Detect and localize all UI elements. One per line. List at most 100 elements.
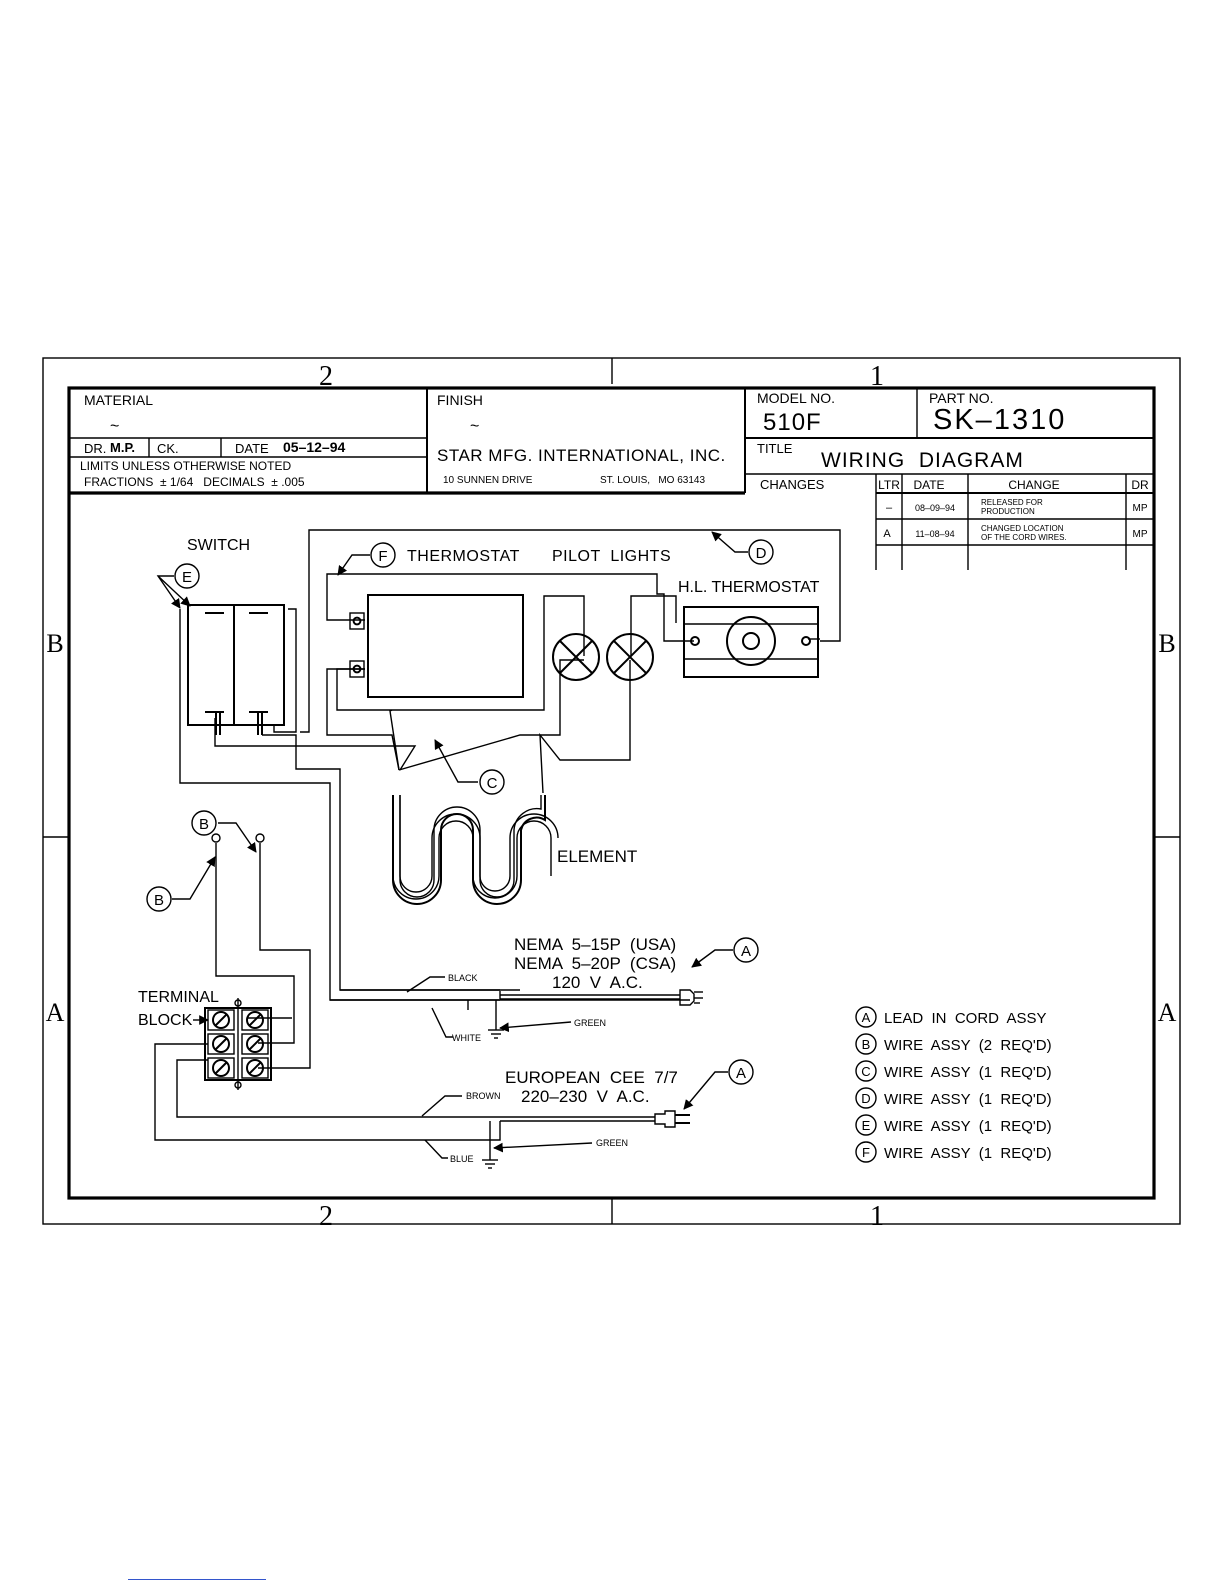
- legend-letter: A: [862, 1010, 871, 1025]
- legend-text: WIRE ASSY (2 REQ'D): [884, 1037, 1052, 1054]
- legend-letter: E: [862, 1118, 871, 1133]
- callout-f: [337, 542, 396, 576]
- legend-letter-circle: [855, 1006, 877, 1028]
- inner-border: [67, 386, 1156, 1200]
- changes-header-change: CHANGE: [1008, 478, 1059, 492]
- nema-plug-icon: [679, 989, 703, 1006]
- legend-letter-circle: [855, 1033, 877, 1055]
- footer-rule: [128, 1579, 266, 1580]
- changes-header-dr: DR: [1131, 478, 1149, 492]
- drawing-frame: [42, 357, 1181, 1225]
- change-row-ltr: –: [886, 502, 893, 514]
- nema-cord: [330, 989, 680, 1039]
- wire-label-green: GREEN: [574, 1018, 606, 1028]
- change-row-text: OF THE CORD WIRES.: [981, 533, 1067, 542]
- changes-header-ltr: LTR: [878, 478, 900, 492]
- change-row-dr: MP: [1133, 529, 1148, 540]
- callout-d: [711, 531, 774, 565]
- change-row-date: 11–08–94: [915, 529, 954, 539]
- nema-label: NEMA 5–15P (USA): [514, 935, 676, 954]
- hl-thermostat: [683, 606, 819, 678]
- nema-label: 120 V A.C.: [552, 973, 643, 992]
- callout-b-letter: B: [154, 892, 164, 909]
- nema-label: NEMA 5–20P (CSA): [514, 954, 676, 973]
- pilot-lights-label: PILOT LIGHTS: [552, 548, 671, 565]
- legend-text: LEAD IN CORD ASSY: [884, 1010, 1047, 1027]
- zone-row-b-right: B: [1158, 629, 1175, 658]
- hl-thermostat-label: H.L. THERMOSTAT: [678, 579, 820, 596]
- wire-label-black: BLACK: [448, 973, 478, 983]
- company-city: ST. LOUIS, MO 63143: [600, 475, 705, 486]
- zone-col-2-top: 2: [319, 361, 333, 392]
- changes-header-date: DATE: [913, 478, 944, 492]
- legend-text: WIRE ASSY (1 REQ'D): [884, 1091, 1052, 1108]
- wire-leaders: [406, 976, 572, 1038]
- callout-a-letter: A: [736, 1065, 746, 1082]
- callout-d-letter: D: [756, 545, 767, 562]
- callout-c-letter: C: [487, 775, 498, 792]
- callout-a: [683, 1059, 754, 1110]
- date-label: DATE: [235, 441, 269, 456]
- callout-a: [691, 937, 759, 968]
- thermostat: [349, 594, 524, 698]
- drawing-title: WIRING DIAGRAM: [821, 449, 1024, 472]
- legend-text: WIRE ASSY (1 REQ'D): [884, 1145, 1052, 1162]
- company-street: 10 SUNNEN DRIVE: [443, 475, 533, 486]
- zone-col-2-bottom: 2: [319, 1201, 333, 1232]
- title-block: [69, 388, 1154, 495]
- wire-label-brown: BROWN: [466, 1091, 501, 1101]
- change-row-ltr: A: [883, 528, 891, 540]
- change-row-text: RELEASED FOR: [981, 498, 1043, 507]
- terminal-block-label: BLOCK: [138, 1012, 193, 1029]
- euro-cord: [154, 1043, 655, 1169]
- terminal-wires: [211, 833, 311, 1069]
- heating-element: [392, 795, 559, 905]
- title-label: TITLE: [757, 441, 793, 456]
- wire-group: [214, 529, 841, 794]
- legend-letter: B: [862, 1037, 871, 1052]
- material-label: MATERIAL: [84, 392, 153, 408]
- model-value: 510F: [763, 409, 822, 436]
- zone-row-a-right: A: [1158, 998, 1177, 1027]
- legend-letter: F: [862, 1145, 870, 1160]
- terminal-block-label: TERMINAL: [138, 989, 219, 1006]
- dr-value: M.P.: [110, 440, 135, 455]
- ck-label: CK.: [157, 441, 179, 456]
- callout-c: [434, 739, 505, 795]
- zone-row-b-left: B: [46, 629, 63, 658]
- legend-letter-circle: [855, 1141, 877, 1163]
- zone-col-1-top: 1: [870, 361, 884, 392]
- limits-line2: FRACTIONS ± 1/64 DECIMALS ± .005: [84, 475, 305, 489]
- wire-leaders: [421, 1095, 593, 1159]
- material-value: ~: [110, 418, 119, 435]
- pilot-light-icon: [552, 633, 600, 681]
- switch-label: SWITCH: [187, 537, 250, 554]
- callout-b: [146, 856, 216, 912]
- callout-a-letter: A: [741, 943, 751, 960]
- callout-f-letter: F: [378, 548, 387, 565]
- change-row-date: 08–09–94: [915, 503, 955, 513]
- pilot-light-icon: [606, 633, 654, 681]
- legend-letter: C: [861, 1064, 870, 1079]
- dr-label: DR.: [84, 441, 106, 456]
- legend-letter-circle: [855, 1060, 877, 1082]
- change-row-dr: MP: [1133, 503, 1148, 514]
- company-name: STAR MFG. INTERNATIONAL, INC.: [437, 446, 726, 465]
- callout-b-letter: B: [199, 816, 209, 833]
- euro-plug-icon: [654, 1110, 690, 1128]
- change-row-text: CHANGED LOCATION: [981, 524, 1064, 533]
- legend-text: WIRE ASSY (1 REQ'D): [884, 1118, 1052, 1135]
- euro-label: EUROPEAN CEE 7/7: [505, 1068, 678, 1087]
- legend-letter-circle: [855, 1114, 877, 1136]
- euro-label: 220–230 V A.C.: [521, 1087, 650, 1106]
- legend-text: WIRE ASSY (1 REQ'D): [884, 1064, 1052, 1081]
- legend-letter-circle: [855, 1087, 877, 1109]
- part-value: SK–1310: [933, 404, 1066, 436]
- callout-e-letter: E: [182, 569, 192, 586]
- change-row-text: PRODUCTION: [981, 507, 1035, 516]
- wire-label-white: WHITE: [452, 1033, 481, 1043]
- part-label: PART NO.: [929, 390, 994, 406]
- changes-table: [875, 474, 1154, 570]
- finish-value: ~: [470, 418, 479, 435]
